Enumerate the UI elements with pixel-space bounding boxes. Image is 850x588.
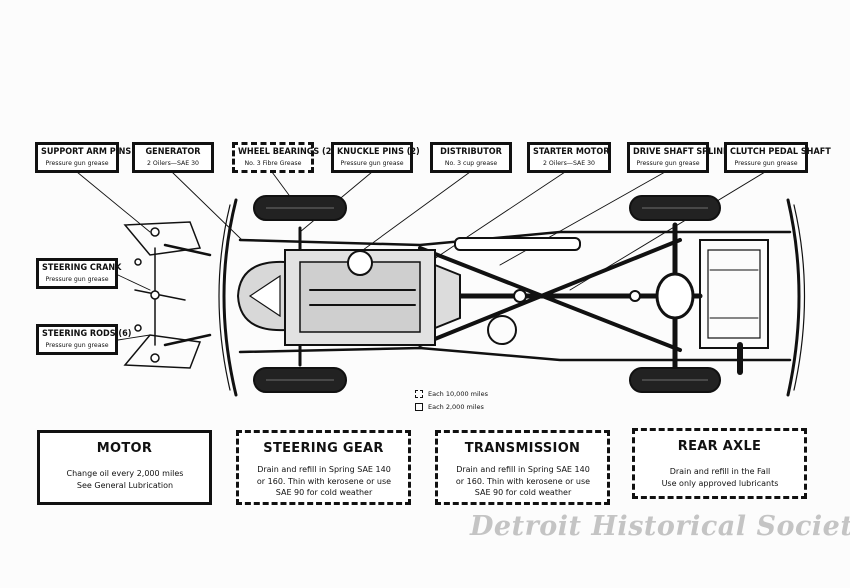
label-subtitle: 2 Oilers—SAE 30 [543,160,595,168]
label-title: WHEEL BEARINGS (2) [238,147,336,157]
label-steering-crank: STEERING CRANK Pressure gun grease [36,258,122,289]
panel-line: See General Lubrication [76,480,174,490]
panel-transmission: TRANSMISSION Drain and refill in Spring … [435,430,610,505]
panel-title: TRANSMISSION [464,441,581,456]
label-title: CLUTCH PEDAL SHAFT [730,147,831,157]
panel-description: Drain and refill in Spring SAE 140 or 16… [239,464,409,499]
panel-description: Change oil every 2,000 miles See General… [40,468,210,491]
label-knuckle-pins: KNUCKLE PINS (2) Pressure gun grease [331,142,420,173]
legend-solid-swatch [415,402,423,411]
legend-dashed-label: Each 10,000 miles [428,389,488,398]
label-steering-rods: STEERING RODS (6) Pressure gun grease [36,324,132,355]
label-title: STEERING RODS (6) [42,329,132,339]
label-starter-motor: STARTER MOTOR 2 Oilers—SAE 30 [527,142,611,173]
label-subtitle: 2 Oilers—SAE 30 [147,160,199,168]
label-clutch-pedal-shaft: CLUTCH PEDAL SHAFT Pressure gun grease [724,142,831,173]
label-title: DRIVE SHAFT SPLINE [633,147,729,157]
legend-solid-label: Each 2,000 miles [428,402,484,411]
label-subtitle: Pressure gun grease [636,160,700,168]
interval-legend: Each 10,000 miles Each 2,000 miles [415,387,488,413]
panel-description: Drain and refill in Spring SAE 140 or 16… [438,464,608,499]
label-distributor: DISTRIBUTOR No. 3 cup grease [430,142,512,173]
panel-title: REAR AXLE [677,439,762,454]
label-subtitle: Pressure gun grease [45,276,109,284]
panel-description: Drain and refill in the Fall Use only ap… [635,466,805,489]
label-title: STARTER MOTOR [533,147,610,157]
panel-line: SAE 90 for cold weather [474,488,572,498]
label-subtitle: No. 3 cup grease [444,160,498,168]
label-wheel-bearings: WHEEL BEARINGS (2) No. 3 Fibre Grease [232,142,336,173]
watermark: Detroit Historical Society [470,511,850,542]
label-title: KNUCKLE PINS (2) [337,147,420,157]
label-title: SUPPORT ARM PINS (2) [41,147,148,157]
label-subtitle: Pressure gun grease [45,160,109,168]
label-subtitle: Pressure gun grease [45,342,109,350]
panel-line: Drain and refill in the Fall [669,467,771,476]
panel-line: Change oil every 2,000 miles [66,469,184,478]
panel-motor: MOTOR Change oil every 2,000 miles See G… [37,430,212,505]
panel-line: Drain and refill in Spring SAE 140 [257,465,391,474]
panel-title: STEERING GEAR [263,441,384,456]
panel-steering-gear: STEERING GEAR Drain and refill in Spring… [236,430,411,505]
label-subtitle: Pressure gun grease [340,160,404,168]
panel-rear-axle: REAR AXLE Drain and refill in the Fall U… [632,428,807,499]
legend-row-solid: Each 2,000 miles [415,400,488,413]
panel-line: or 160. Thin with kerosene or use [256,476,392,486]
label-title: GENERATOR [145,147,201,157]
label-support-arm-pins: SUPPORT ARM PINS (2) Pressure gun grease [35,142,148,173]
label-drive-shaft-spline: DRIVE SHAFT SPLINE Pressure gun grease [627,142,729,173]
legend-dashed-swatch [415,389,423,398]
panel-line: or 160. Thin with kerosene or use [455,476,591,486]
panel-line: Drain and refill in Spring SAE 140 [456,465,590,474]
panel-title: MOTOR [96,441,153,456]
label-generator: GENERATOR 2 Oilers—SAE 30 [132,142,214,173]
tires [253,195,721,393]
legend-row-dashed: Each 10,000 miles [415,387,488,400]
label-subtitle: Pressure gun grease [734,160,798,168]
panel-line: Use only approved lubricants [661,478,779,488]
label-title: STEERING CRANK [42,263,122,273]
label-subtitle: No. 3 Fibre Grease [244,160,302,168]
panel-line: SAE 90 for cold weather [275,488,373,498]
label-title: DISTRIBUTOR [440,147,502,157]
